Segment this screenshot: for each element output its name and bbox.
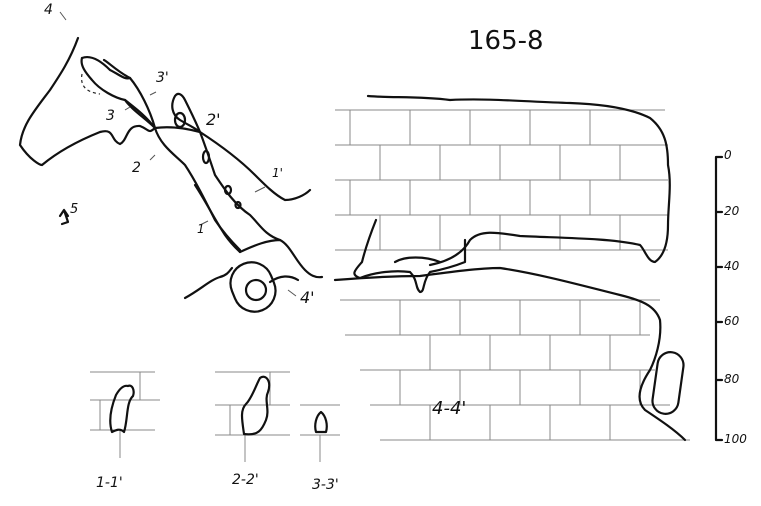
cross-section-label-3: 3-3' <box>312 477 339 493</box>
depth-scale <box>714 155 724 442</box>
plan-label-3b: 3' <box>156 70 169 86</box>
scale-tick-40: 40 <box>724 259 740 273</box>
section-label: 4-4' <box>432 398 467 419</box>
cross-section-label-1: 1-1' <box>96 475 123 491</box>
plan-label-3: 3 <box>106 108 115 124</box>
plan-label-2b: 2' <box>206 110 221 129</box>
plan-label-4: 4 <box>44 2 53 18</box>
section-4-4 <box>333 94 690 442</box>
drawing-title: 165-8 <box>468 26 544 56</box>
scale-tick-20: 20 <box>724 204 740 218</box>
cross-sections <box>90 371 340 462</box>
plan-label-4b: 4' <box>300 288 315 307</box>
scale-tick-0: 0 <box>724 148 732 162</box>
plan-label-1: 1 <box>197 222 205 236</box>
cross-section-label-2: 2-2' <box>232 472 259 488</box>
scale-tick-60: 60 <box>724 314 740 328</box>
plan-label-1b: 1' <box>272 166 283 180</box>
plan-label-2: 2 <box>132 160 141 176</box>
compass-label: 5 <box>70 202 79 217</box>
plan-view <box>18 11 324 313</box>
scale-tick-100: 100 <box>724 432 747 446</box>
scale-tick-80: 80 <box>724 372 740 386</box>
